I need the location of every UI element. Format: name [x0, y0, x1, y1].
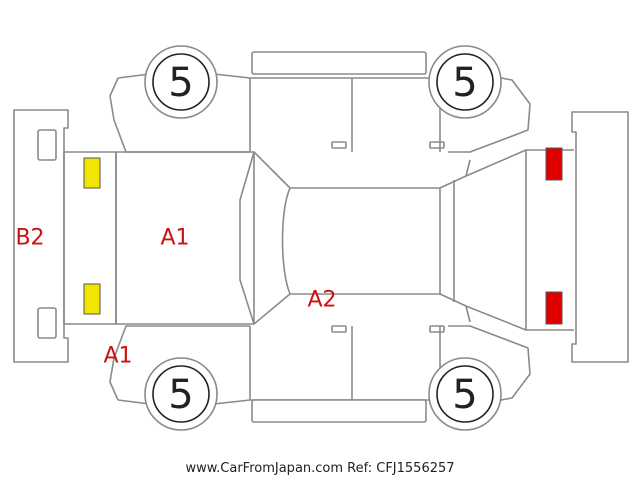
tire-rear-right-value: 5: [168, 372, 193, 418]
rear-bumper: [13, 109, 69, 363]
tire-front-left: 5: [428, 45, 502, 119]
code-roof: A2: [307, 288, 336, 313]
tire-front-right-value: 5: [452, 372, 477, 418]
left-side-panel: [109, 51, 531, 153]
code-rear-corner: A1: [103, 344, 132, 369]
front-lamp-right: [545, 291, 563, 325]
code-rear-panel: A1: [160, 226, 189, 251]
rear-lamp-right: [83, 283, 101, 315]
tire-front-right: 5: [428, 357, 502, 431]
tire-rear-left-value: 5: [168, 60, 193, 106]
front-lamp-left: [545, 147, 563, 181]
rear-lamp-left: [83, 157, 101, 189]
front-bumper: [571, 111, 629, 363]
footer-reference: www.CarFromJapan.com Ref: CFJ1556257: [185, 461, 454, 476]
right-side-panel: [109, 325, 531, 423]
tire-front-left-value: 5: [452, 60, 477, 106]
tire-rear-right: 5: [144, 357, 218, 431]
code-rear-bumper: B2: [15, 226, 44, 251]
tire-rear-left: 5: [144, 45, 218, 119]
top-view: [63, 149, 574, 331]
